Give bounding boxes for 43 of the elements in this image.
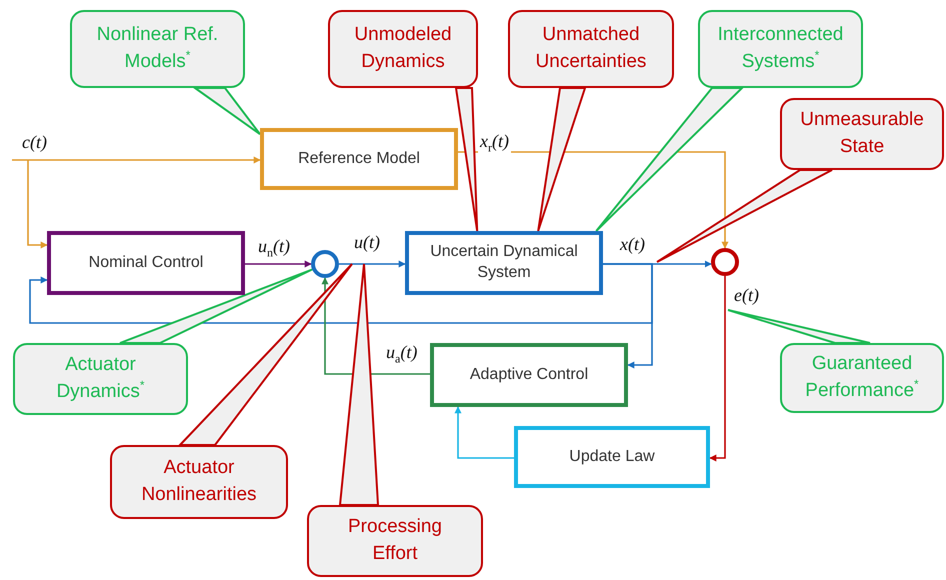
callout-text: Interconnected Systems$^{*}$ [718,23,844,74]
signal-arrow [603,263,653,368]
callout-pointer [595,87,743,232]
callout-bubble [307,505,483,577]
callout-bubble [110,445,288,519]
block-box [430,343,628,407]
callout-pointer [194,87,261,136]
summing-junction [311,250,339,278]
callout-text: Actuator Dynamics$^{*}$ [55,353,146,404]
callout-bubble [780,98,944,170]
block-label: Update Law [568,446,656,467]
callout-pointer [119,268,314,344]
block-box [514,426,710,488]
callout-text: Guaranteed Performance$^{*}$ [804,352,920,403]
callout-text: Unmodeled Dynamics [353,23,453,74]
signal-arrow [322,277,430,375]
callout-pointer [537,87,586,232]
callout-text: Actuator Nonlinearities [140,456,258,507]
callout-pointer [339,263,379,506]
block-label: Adaptive Control [468,364,590,385]
signal-arrow [27,160,48,248]
signal-arrow [709,276,726,462]
callout-bubble [508,10,674,88]
block-label: Nominal Control [88,252,204,273]
callout-bubble [328,10,478,88]
signal-arrow [12,156,261,164]
signal-arrow [339,260,406,268]
block-box [405,231,603,295]
callout-text: Unmatched Uncertainties [534,23,648,74]
callout-text: Processing Effort [347,515,443,566]
callout-text: Unmeasurable State [800,108,924,159]
signal-arrow [245,260,312,268]
block-box [260,128,458,190]
block-label: Uncertain Dynamical System [429,242,579,283]
summing-junction [711,248,739,276]
callout-pointer [179,263,353,446]
callout-bubble [698,10,863,88]
block-label: Reference Model [297,148,421,169]
signal-arrow [454,406,514,459]
block-box [47,231,245,295]
callout-pointer [455,87,478,232]
callout-text: Nonlinear Ref. Models$^{*}$ [96,23,220,74]
callout-bubble [13,343,188,415]
